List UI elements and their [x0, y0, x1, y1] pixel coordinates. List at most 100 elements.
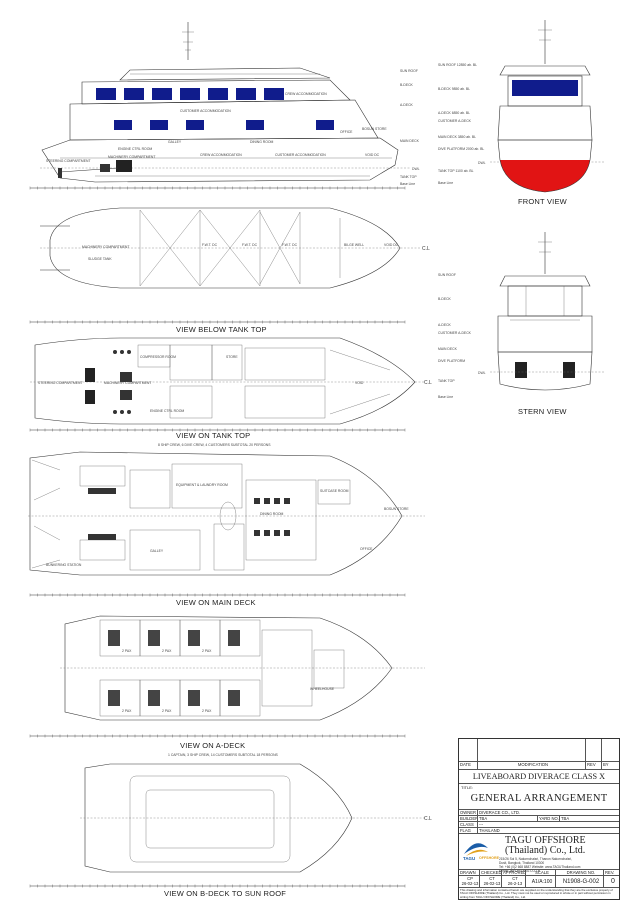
- title-label: TITLE:: [461, 785, 474, 790]
- owner-value: DIVERACE CO., LTD.: [477, 810, 622, 816]
- stern-level-label: DIVE PLATFORM: [438, 359, 465, 363]
- stern-level-label: A-DECK: [438, 323, 452, 327]
- profile-level-label: SUN ROOF: [400, 69, 418, 73]
- front-level-label: A-DECK 6850 ab. BL: [438, 111, 470, 115]
- drawn-cell: CP 26-02-13: [459, 876, 481, 888]
- below-tank-label: MACHINERY COMPARTMENT: [82, 245, 129, 249]
- main-deck-label: GALLEY: [150, 549, 164, 553]
- below-tank-label: F.W.T. DC: [242, 243, 258, 247]
- main-deck-label: SUITCASE ROOM: [320, 489, 349, 493]
- front-view: DWL SUN ROOF 12850 ab. BL B-DECK 9850 ab…: [438, 20, 605, 206]
- a-deck-label: 2 PAX: [122, 649, 132, 653]
- contact-line: Tel: +66 (0)2 668 8887 Website: www.TAGU…: [499, 865, 581, 869]
- rev-date-header: DATE: [460, 762, 471, 767]
- a-deck-label: 2 PAX: [162, 709, 172, 713]
- address-line: Dusit, Bangkok, Thailand 10300: [499, 861, 545, 865]
- main-deck-label: BOSUN STORE: [384, 507, 409, 511]
- centerline-label: C.L: [424, 380, 432, 386]
- main-deck-label: EQUIPMENT & LAUNDRY ROOM: [176, 483, 228, 487]
- address-line: 215/26 Soi 5, Nakornchaisri, Thanon Nako…: [499, 857, 572, 861]
- stern-level-label: TANK TOP: [438, 379, 455, 383]
- checked-date: 26-02-13: [483, 881, 501, 886]
- checked-label: CHECKED: [479, 870, 504, 876]
- stern-view: DWL SUN ROOF B-DECK A-DECK CUSTOMER A-DE…: [438, 232, 605, 416]
- profile-label: ENGINE CTRL ROOM: [118, 147, 152, 151]
- drawing-number: N1908-G-002: [555, 876, 606, 888]
- drawn-date: 26-02-13: [461, 881, 479, 886]
- a-deck-note: 1 CAPTAIN, 3 SHIP CREW, 14 CUSTOMERS SUB…: [168, 753, 279, 757]
- profile-level-label: DWL: [412, 167, 420, 171]
- front-level-label: Base Line: [438, 181, 453, 185]
- below-tank-label: SLUDGE TANK: [88, 257, 112, 261]
- a-deck-label: 2 PAX: [202, 709, 212, 713]
- profile-label: CUSTOMER ACCOMMODATION: [275, 153, 326, 157]
- front-level-label: TANK TOP 1100 ab. BL: [438, 169, 474, 173]
- flag-label: FLAG: [460, 828, 471, 833]
- frame-rulers: [29, 186, 406, 888]
- revision-value: 0: [603, 876, 622, 888]
- approved-date: 26-2-13: [507, 881, 523, 886]
- profile-label: VOID DC: [365, 153, 380, 157]
- a-deck-view: WHEELHOUSE 2 PAX 2 PAX 2 PAX 2 PAX 2 PAX…: [30, 615, 425, 757]
- profile-level-label: A-DECK: [400, 103, 414, 107]
- front-dwl-label: DWL: [478, 161, 486, 165]
- profile-level-label: MAIN DECK: [400, 139, 420, 143]
- caption-main-deck: VIEW ON MAIN DECK: [176, 598, 256, 607]
- stern-level-label: CUSTOMER A-DECK: [438, 331, 472, 335]
- rev-rev-header: REV: [585, 762, 604, 770]
- tank-top-view: STEERING COMPARTMENT MACHINERY COMPARTME…: [30, 337, 432, 447]
- a-deck-label: 2 PAX: [162, 649, 172, 653]
- tank-top-label: MACHINERY COMPARTMENT: [104, 381, 151, 385]
- logo-word-offshore: OFFSHORE: [479, 856, 499, 860]
- tank-top-label: COMPRESSOR ROOM: [140, 355, 176, 359]
- below-tank-label: F.W.T. DC: [202, 243, 218, 247]
- profile-level-label: B-DECK: [400, 83, 414, 87]
- disclaimer-row: This drawing and information contained h…: [459, 887, 619, 900]
- below-tank-label: VOID DC: [384, 243, 399, 247]
- front-level-label: SUN ROOF 12850 ab. BL: [438, 63, 477, 67]
- profile-levels: SUN ROOF B-DECK A-DECK MAIN DECK DWL TAN…: [400, 69, 420, 186]
- approved-label: APPROVED: [501, 870, 527, 876]
- tank-top-label: ENGINE CTRL ROOM: [150, 409, 184, 413]
- project-name: LIVEABOARD DIVERACE CLASS X: [472, 772, 606, 781]
- disclaimer: This drawing and information contained h…: [460, 888, 613, 899]
- class-label: CLASS: [460, 822, 474, 827]
- caption-stern-view: STERN VIEW: [518, 407, 567, 416]
- owner-label: OWNER: [460, 810, 477, 815]
- below-tank-top-view: MACHINERY COMPARTMENT SLUDGE TANK F.W.T.…: [30, 207, 430, 334]
- checked-cell: CT 26-02-13: [479, 876, 504, 888]
- front-level-label: CUSTOMER A-DECK: [438, 119, 472, 123]
- scale-label: SCALE: [525, 870, 558, 876]
- profile-label: MACHINERY COMPARTMENT: [108, 155, 155, 159]
- stern-level-label: B-DECK: [438, 297, 452, 301]
- a-deck-label: WHEELHOUSE: [310, 687, 335, 691]
- profile-label: DINING ROOM: [250, 140, 274, 144]
- drawing-no-label: DRAWING NO.: [555, 870, 606, 876]
- caption-below-tank-top: VIEW BELOW TANK TOP: [176, 325, 267, 334]
- caption-b-deck: VIEW ON B-DECK TO SUN ROOF: [164, 889, 286, 898]
- approval-header-row: DRAWN CHECKED APPROVED SCALE DRAWING NO.…: [459, 869, 619, 876]
- logo-word-tagu: TAGU: [463, 856, 476, 861]
- stern-level-label: Base Line: [438, 395, 453, 399]
- profile-label: CREW ACCOMMODATION: [200, 153, 242, 157]
- front-level-label: DIVE PLATFORM 2000 ab. BL: [438, 147, 484, 151]
- drawn-label: DRAWN: [460, 870, 476, 875]
- a-deck-windows: [114, 120, 334, 130]
- yard-label: YARD NO.: [537, 816, 562, 822]
- profile-label: OFFICE: [340, 130, 353, 134]
- tagu-logo-icon: [464, 843, 488, 856]
- profile-label: BOSUN STORE: [362, 127, 387, 131]
- drawing-title-row: TITLE: GENERAL ARRANGEMENT: [459, 783, 619, 810]
- builder-row: BUILDER TBA YARD NO. TBA: [459, 815, 619, 822]
- class-row: CLASS ---: [459, 821, 619, 828]
- centerline-label: C.L: [422, 246, 430, 252]
- front-level-label: MAIN DECK 3850 ab. BL: [438, 135, 476, 139]
- main-deck-label: OFFICE: [360, 547, 373, 551]
- profile-label: STEERING COMPARTMENT: [46, 159, 91, 163]
- rev-by-header: BY: [601, 762, 622, 770]
- b-deck-view: C.L VIEW ON B-DECK TO SUN ROOF: [30, 763, 432, 898]
- approved-by: CT: [512, 876, 518, 881]
- stern-dwl-label: DWL: [478, 371, 486, 375]
